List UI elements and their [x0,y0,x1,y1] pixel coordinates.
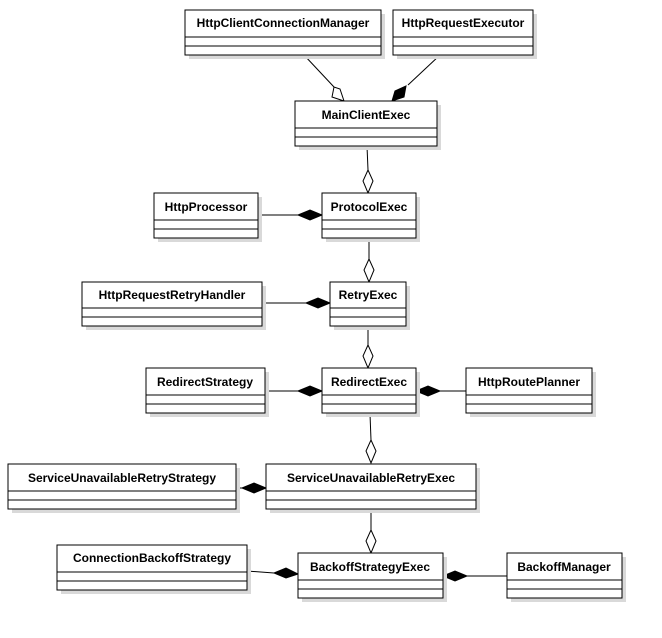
class-http-request-executor[interactable]: HttpRequestExecutor [392,9,537,59]
class-name: HttpRequestExecutor [402,16,525,30]
class-connection-backoff-strategy[interactable]: ConnectionBackoffStrategy [56,544,251,594]
class-name: BackoffStrategyExec [310,560,430,574]
classes: HttpClientConnectionManager HttpRequestE… [7,9,626,602]
relation-retry-handler-to-retry-exec [262,297,332,309]
aggregation-diamond-icon [363,257,375,284]
composition-diamond-icon [414,385,442,397]
relation-redirect-exec-to-service-unavailable-retry-exec [365,413,377,465]
aggregation-diamond-icon [365,528,377,555]
class-name: RedirectStrategy [157,375,253,389]
relation-route-planner-to-redirect-exec [414,385,466,397]
relations [236,54,507,582]
composition-diamond-icon [441,570,469,582]
class-name: HttpProcessor [165,200,248,214]
class-redirect-exec[interactable]: RedirectExec [321,367,420,417]
class-redirect-strategy[interactable]: RedirectStrategy [145,367,269,417]
relation-redirect-strategy-to-redirect-exec [265,385,324,397]
class-service-unavailable-retry-strategy[interactable]: ServiceUnavailableRetryStrategy [7,463,240,513]
class-name: ProtocolExec [331,200,408,214]
class-http-request-retry-handler[interactable]: HttpRequestRetryHandler [81,281,266,330]
aggregation-diamond-icon [362,168,374,195]
class-name: ServiceUnavailableRetryExec [287,471,455,485]
class-name: MainClientExec [322,108,411,122]
class-retry-exec[interactable]: RetryExec [329,281,410,330]
composition-diamond-icon [296,209,324,221]
class-name: HttpClientConnectionManager [197,16,370,30]
class-name: ServiceUnavailableRetryStrategy [28,471,216,485]
relation-http-processor-to-protocol-exec [258,209,324,221]
composition-diamond-icon [296,385,324,397]
aggregation-diamond-icon [362,343,374,370]
relation-request-executor-to-main-client-exec [391,54,441,102]
composition-diamond-icon [240,482,268,494]
class-name: BackoffManager [517,560,611,574]
aggregation-diamond-icon [331,86,345,102]
class-name: RedirectExec [331,375,407,389]
composition-diamond-icon [272,567,300,579]
aggregation-diamond-icon [365,438,377,465]
relation-connection-backoff-strategy-to-backoff-strategy-exec [246,567,300,579]
class-http-route-planner[interactable]: HttpRoutePlanner [465,367,596,417]
relation-protocol-exec-to-retry-exec [363,238,375,284]
class-backoff-strategy-exec[interactable]: BackoffStrategyExec [297,552,447,602]
class-http-client-connection-manager[interactable]: HttpClientConnectionManager [184,9,385,59]
relation-retry-exec-to-redirect-exec [362,326,374,370]
class-protocol-exec[interactable]: ProtocolExec [321,192,420,242]
class-http-processor[interactable]: HttpProcessor [153,192,262,242]
class-service-unavailable-retry-exec[interactable]: ServiceUnavailableRetryExec [265,463,480,513]
class-name: HttpRoutePlanner [478,375,580,389]
composition-diamond-icon [391,85,407,102]
class-name: RetryExec [339,288,398,302]
composition-diamond-icon [304,297,332,309]
relation-connection-manager-to-main-client-exec [303,54,345,102]
relation-backoff-manager-to-backoff-strategy-exec [441,570,507,582]
class-backoff-manager[interactable]: BackoffManager [506,552,626,602]
relation-main-client-exec-to-protocol-exec [362,145,374,195]
relation-sur-exec-to-backoff-strategy-exec [365,510,377,555]
class-name: HttpRequestRetryHandler [99,288,246,302]
relation-sur-strategy-to-sur-exec [236,482,268,494]
class-main-client-exec[interactable]: MainClientExec [294,100,441,150]
class-name: ConnectionBackoffStrategy [73,551,231,565]
